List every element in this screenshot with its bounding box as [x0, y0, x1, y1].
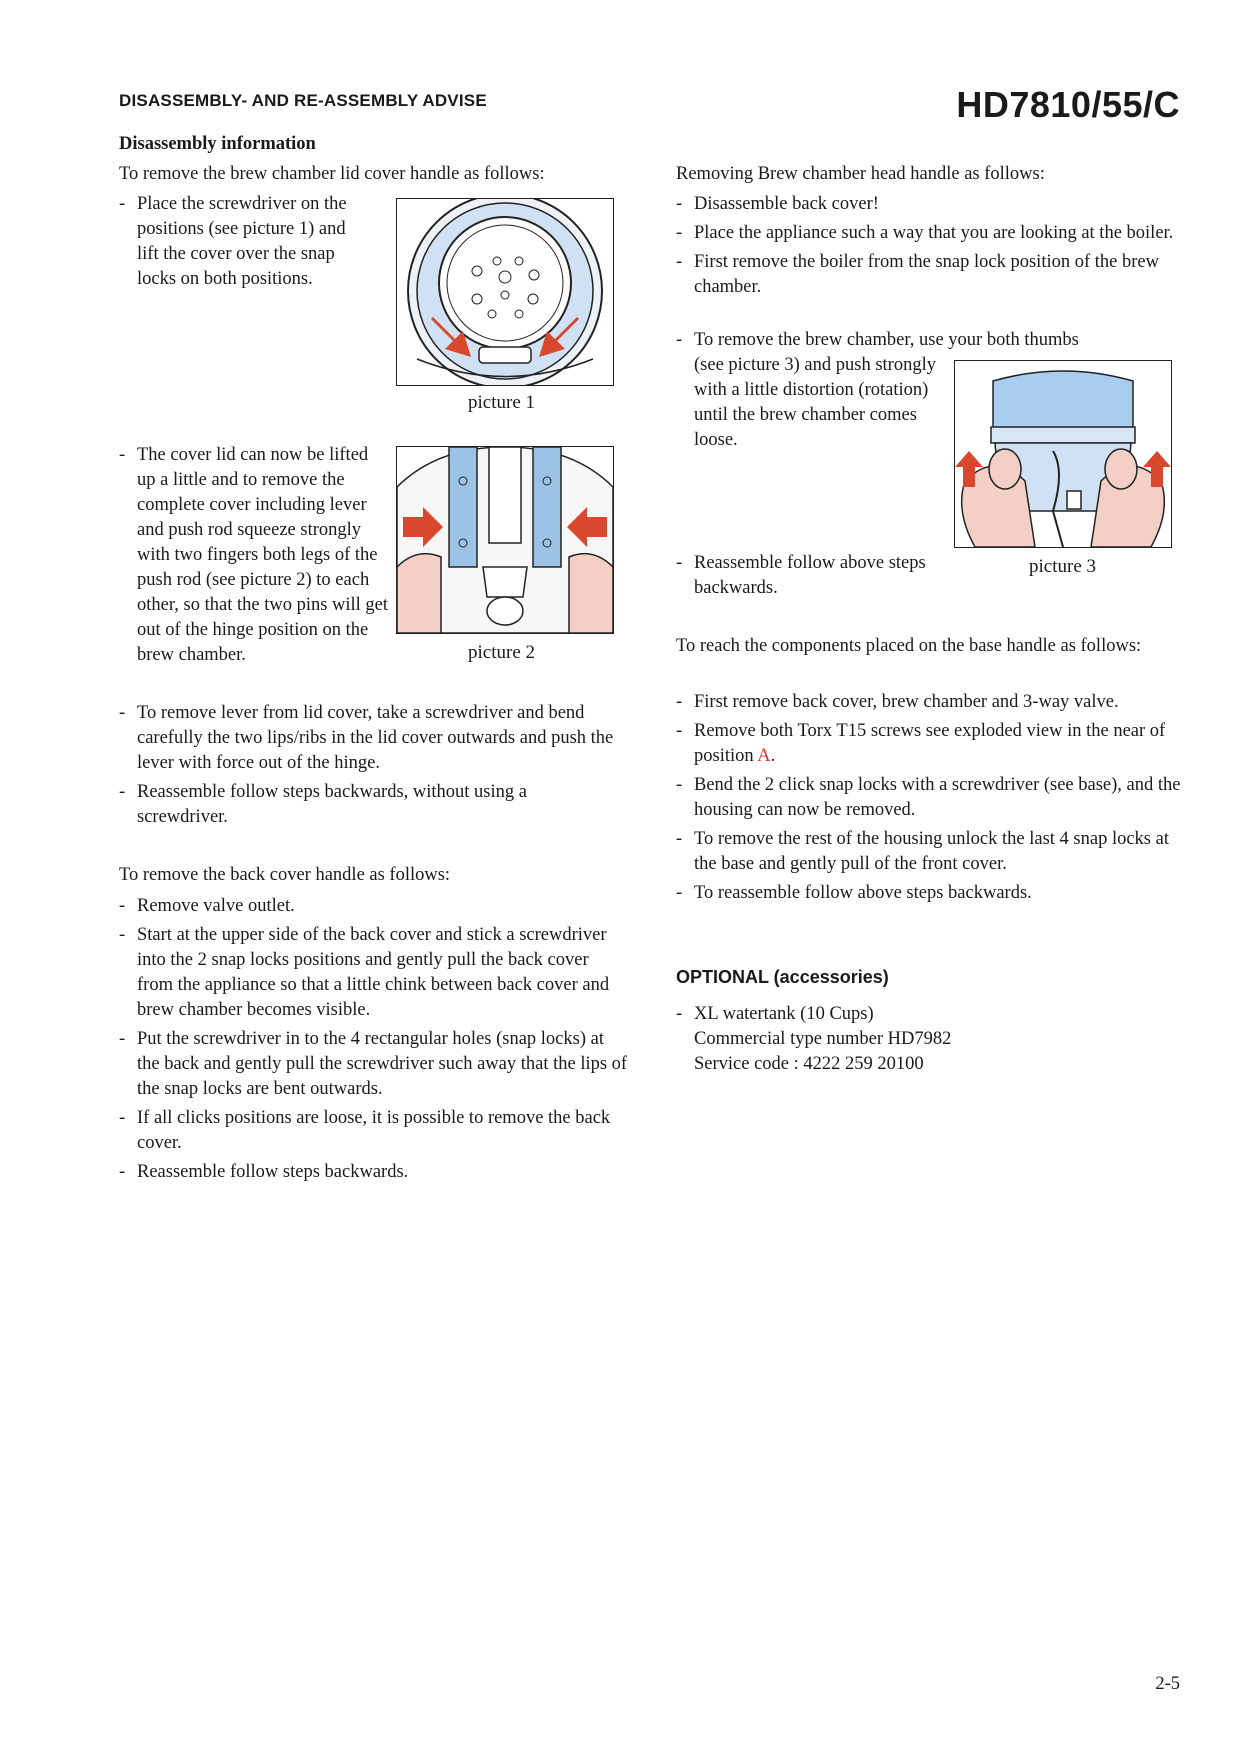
- push-rod-illustration: [396, 446, 614, 634]
- list-item: The cover lid can now be lifted up a lit…: [119, 443, 389, 668]
- lid-cover-illustration: [407, 193, 603, 389]
- base-step-2-text: Remove both Torx T15 screws see exploded…: [694, 721, 1166, 766]
- lid-step-2: The cover lid can now be lifted up a lit…: [119, 443, 389, 672]
- list-item: XL watertank (10 Cups) Commercial type n…: [676, 1002, 1176, 1077]
- lever-steps: To remove lever from lid cover, take a s…: [119, 701, 619, 834]
- base-intro: To reach the components placed on the ba…: [676, 636, 1142, 656]
- list-item: First remove the boiler from the snap lo…: [676, 250, 1186, 300]
- head-steps: Disassemble back cover! Place the applia…: [676, 192, 1186, 304]
- thumbs-step: To remove the brew chamber, use your bot…: [676, 328, 1186, 457]
- list-item: Bend the 2 click snap locks with a screw…: [676, 773, 1186, 823]
- reassemble-step: Reassemble follow above steps backwards.: [676, 551, 956, 605]
- list-item: Disassemble back cover!: [676, 192, 1186, 217]
- picture-1-caption: picture 1: [468, 392, 536, 413]
- list-item: To reassemble follow above steps backwar…: [676, 881, 1186, 906]
- optional-line-2: Commercial type number HD7982: [694, 1029, 952, 1049]
- list-item: Remove both Torx T15 screws see exploded…: [676, 719, 1186, 769]
- subheading-disassembly: Disassembly information: [119, 134, 316, 154]
- position-a-reference: A: [757, 746, 771, 766]
- list-item: If all clicks positions are loose, it is…: [119, 1106, 629, 1156]
- picture-2-image: [396, 446, 614, 634]
- list-item: Remove valve outlet.: [119, 894, 629, 919]
- picture-3-image: [954, 360, 1172, 548]
- list-item: Reassemble follow steps backwards, witho…: [119, 780, 619, 830]
- base-steps: First remove back cover, brew chamber an…: [676, 690, 1186, 910]
- list-item: Reassemble follow steps backwards.: [119, 1160, 629, 1185]
- lid-step-1: Place the screwdriver on the positions (…: [119, 192, 369, 296]
- optional-line-3: Service code : 4222 259 20100: [694, 1054, 924, 1074]
- list-item: Place the screwdriver on the positions (…: [119, 192, 369, 292]
- lid-intro: To remove the brew chamber lid cover han…: [119, 164, 545, 184]
- model-number: HD7810/55/C: [956, 84, 1180, 125]
- picture-1-image: [396, 193, 614, 389]
- back-cover-steps: Remove valve outlet. Start at the upper …: [119, 894, 629, 1189]
- list-item: Start at the upper side of the back cove…: [119, 923, 629, 1023]
- brew-chamber-illustration: [955, 370, 1171, 548]
- list-item: To remove the brew chamber, use your bot…: [676, 328, 1186, 453]
- head-intro: Removing Brew chamber head handle as fol…: [676, 164, 1045, 184]
- list-item: To remove the rest of the housing unlock…: [676, 827, 1186, 877]
- optional-line-1: XL watertank (10 Cups): [694, 1004, 874, 1024]
- list-item: First remove back cover, brew chamber an…: [676, 690, 1186, 715]
- list-item: To remove lever from lid cover, take a s…: [119, 701, 619, 776]
- picture-2-caption: picture 2: [468, 642, 536, 663]
- optional-list: XL watertank (10 Cups) Commercial type n…: [676, 1002, 1176, 1081]
- thumbs-step-line1: To remove the brew chamber, use your bot…: [694, 330, 1079, 350]
- list-item: Reassemble follow above steps backwards.: [676, 551, 956, 601]
- list-item: Put the screwdriver in to the 4 rectangu…: [119, 1027, 629, 1102]
- thumbs-step-rest: (see picture 3) and push strongly with a…: [694, 355, 936, 450]
- optional-heading: OPTIONAL (accessories): [676, 967, 889, 987]
- picture-3-caption: picture 3: [1029, 556, 1097, 577]
- list-item: Place the appliance such a way that you …: [676, 221, 1186, 246]
- back-cover-intro: To remove the back cover handle as follo…: [119, 865, 451, 885]
- page-number: 2-5: [1155, 1674, 1180, 1694]
- section-title: DISASSEMBLY- AND RE-ASSEMBLY ADVISE: [119, 91, 487, 110]
- base-step-2-end: .: [770, 746, 776, 766]
